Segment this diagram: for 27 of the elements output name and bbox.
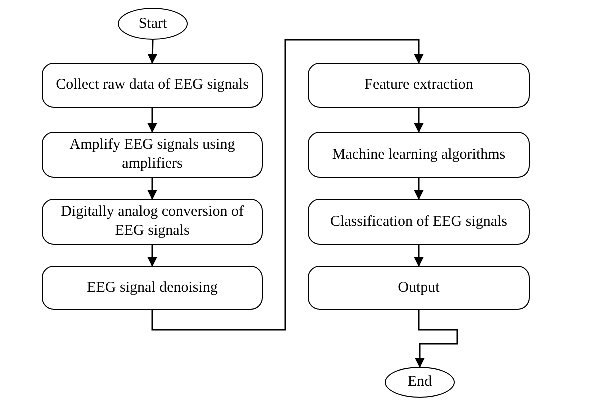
arrow <box>415 310 458 368</box>
node-label: Amplify EEG signals using amplifiers <box>68 136 236 174</box>
node-label: Digitally analog conversion of EEG signals <box>60 203 245 241</box>
process-box <box>42 132 263 178</box>
node-label: Output <box>398 278 440 298</box>
process-box <box>308 266 530 310</box>
node-label: Collect raw data of EEG signals <box>56 76 249 95</box>
node-label: Classification of EEG signals <box>330 212 508 232</box>
arrow <box>414 178 424 200</box>
node-label: Feature extraction <box>364 76 474 95</box>
arrow <box>414 108 424 133</box>
process-box <box>42 266 263 310</box>
process-box <box>42 199 263 245</box>
process-box <box>308 63 530 108</box>
process-box <box>308 199 530 245</box>
process-box <box>42 63 263 108</box>
process-box <box>308 132 530 178</box>
arrow <box>148 245 158 267</box>
arrow <box>148 40 158 64</box>
arrow <box>414 245 424 267</box>
node-label: End <box>408 373 432 392</box>
arrow <box>152 39 424 331</box>
arrow <box>148 178 158 200</box>
node-label: Start <box>138 14 168 34</box>
node-label: EEG signal denoising <box>87 278 218 298</box>
node-label: Machine learning algorithms <box>332 146 506 164</box>
arrow <box>148 108 158 133</box>
